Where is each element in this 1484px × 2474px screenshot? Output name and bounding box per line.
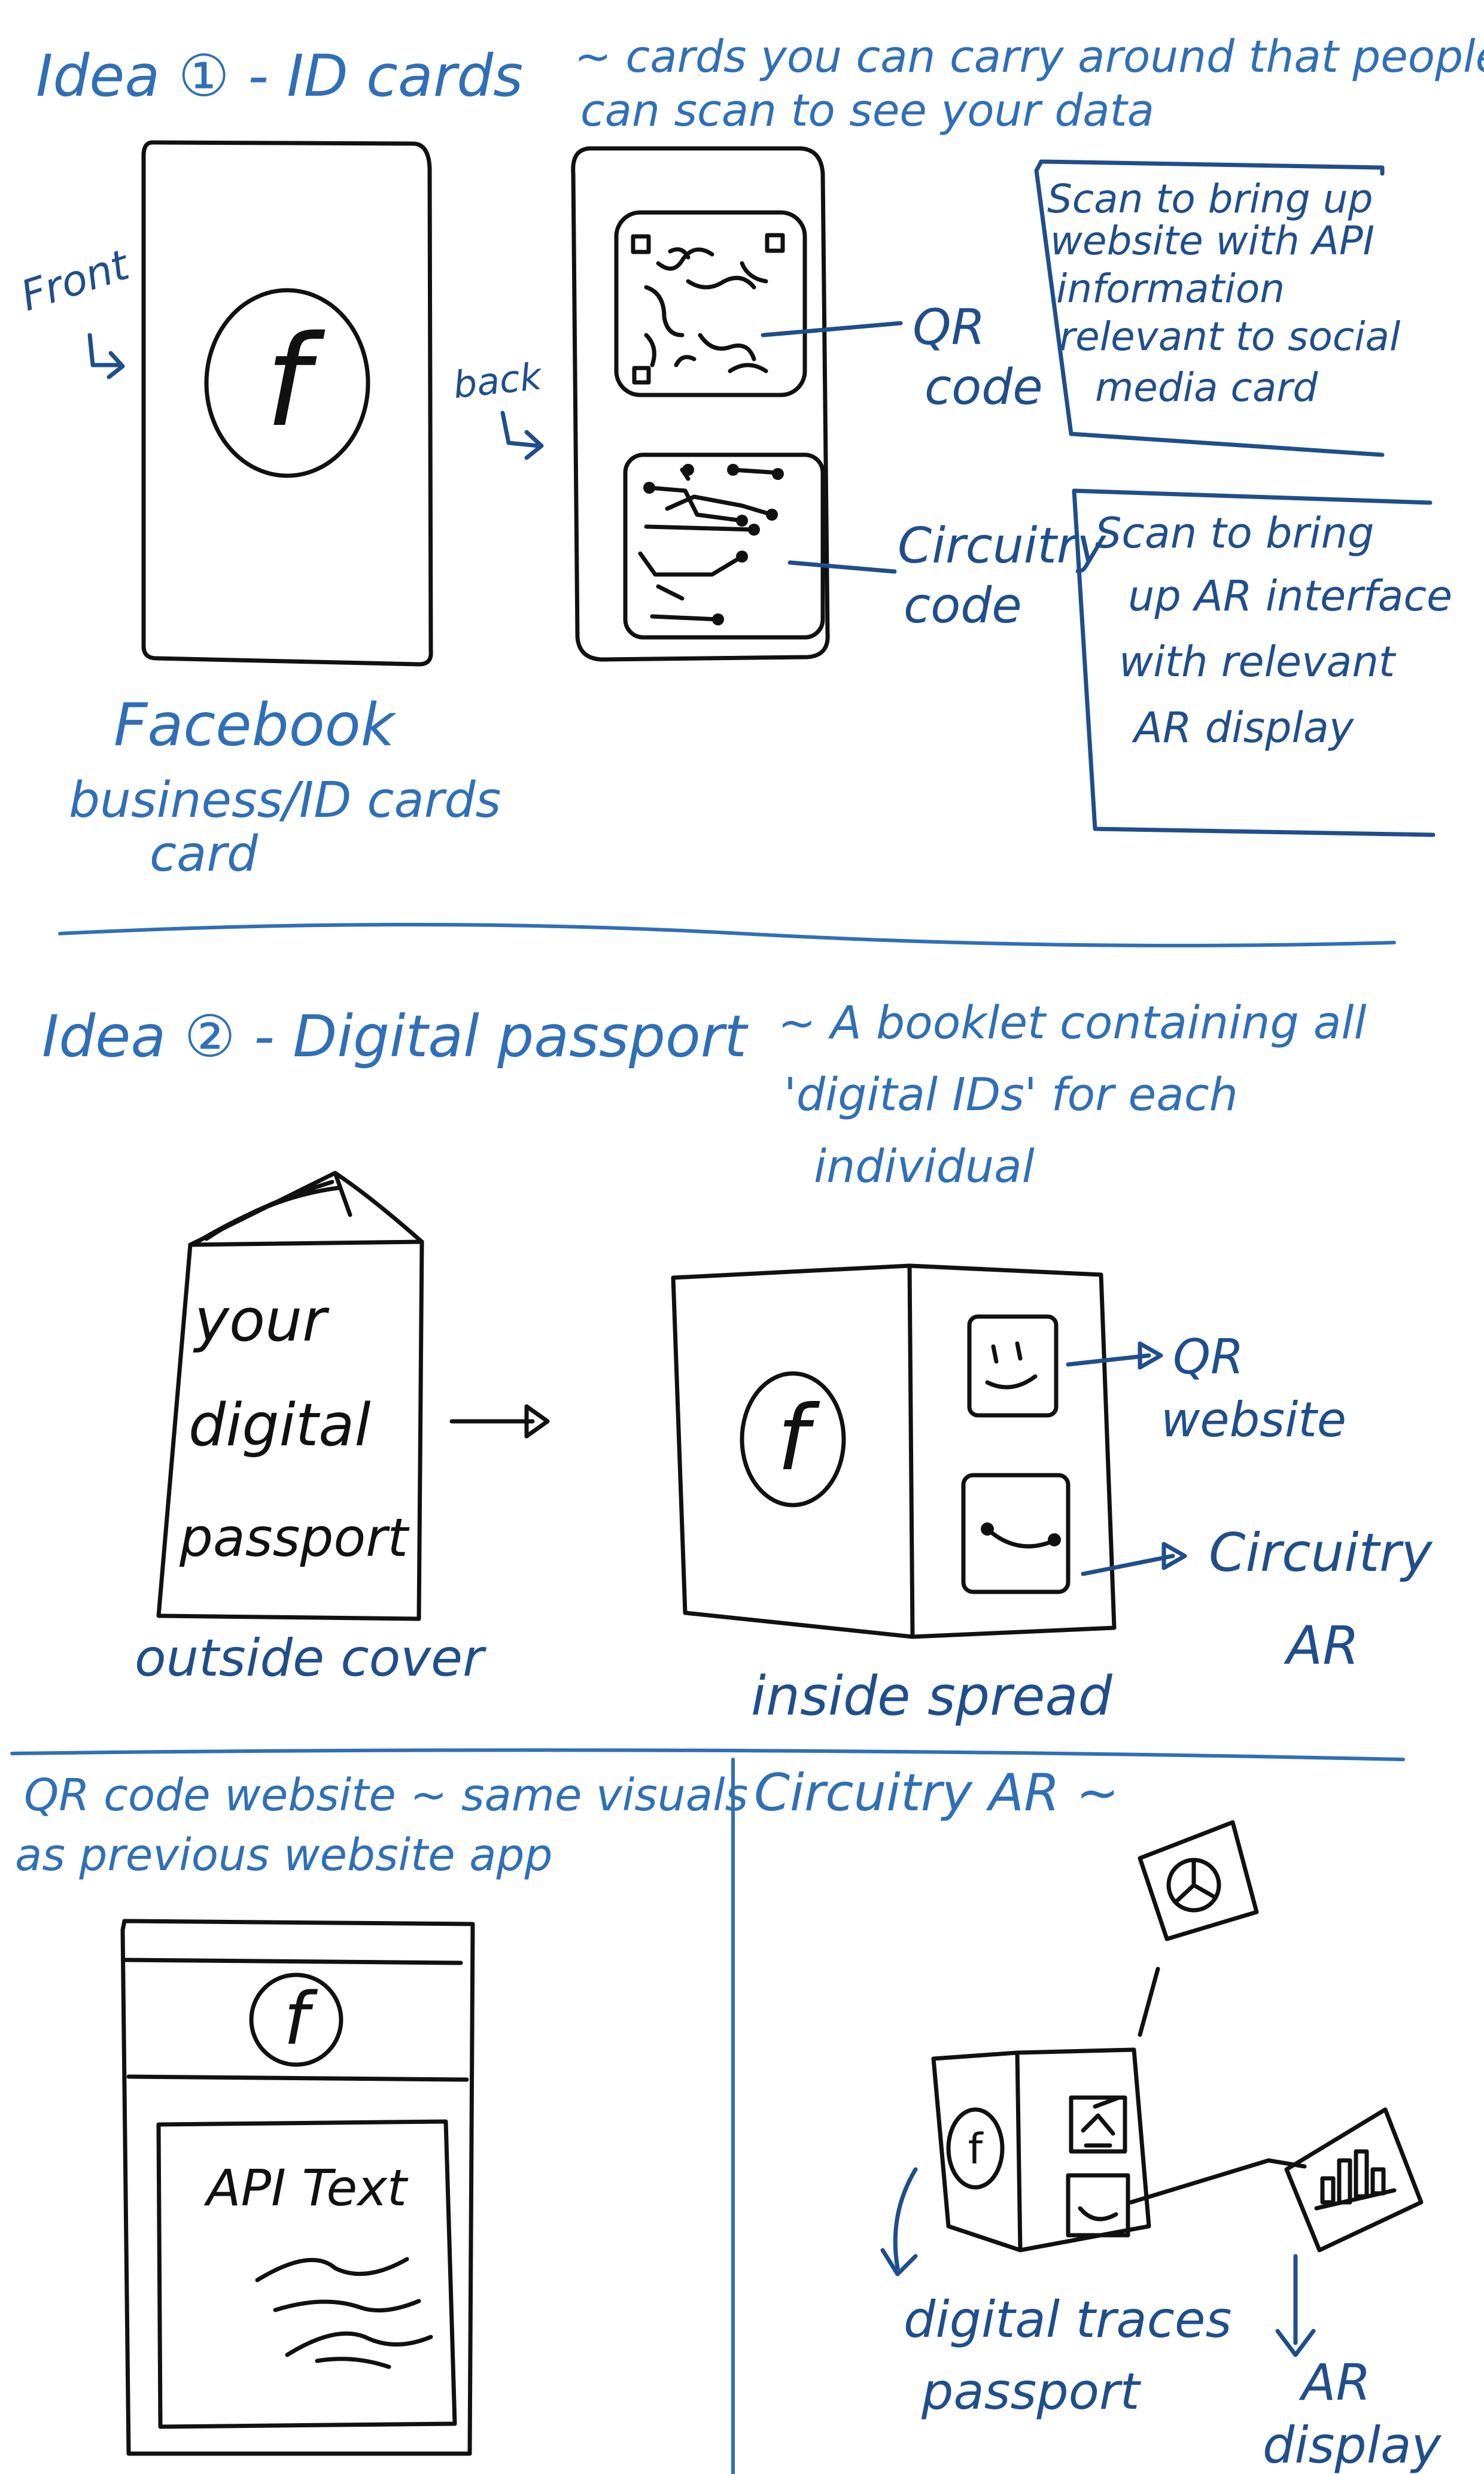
api-text-label: API Text <box>203 2159 409 2217</box>
divider-2 <box>10 1748 1405 1761</box>
website-phone-frame <box>120 1919 475 2456</box>
website-facebook-logo-circle <box>249 1972 343 2067</box>
circuitry-note-box <box>1072 488 1436 837</box>
qr-note-line-3: information <box>1056 266 1285 312</box>
circuitry-note-line-3: with relevant <box>1119 637 1397 686</box>
section-3-circuitry-ar: Circuitry AR ~ f digit <box>754 1763 1442 2474</box>
api-text-squiggle-2 <box>285 2331 433 2369</box>
circuitry-connector-line <box>787 560 897 574</box>
passport-label-line-2: passport <box>921 2362 1142 2421</box>
qr-website-label-line-1: QR <box>1173 1329 1244 1385</box>
idea-2-description-line-1: ~ A booklet containing all <box>778 996 1367 1049</box>
front-arrow-icon <box>87 333 125 379</box>
idea-1-heading: Idea ① - ID cards <box>36 42 523 110</box>
passport-inside-spread: f <box>671 1263 1117 1639</box>
inside-spread-caption: inside spread <box>751 1665 1113 1728</box>
back-arrow-icon <box>500 411 544 460</box>
qr-website-arrow-icon <box>1066 1341 1163 1370</box>
idea-1-description-line-2: can scan to see your data <box>580 85 1154 136</box>
cover-text-line-1: your <box>193 1287 330 1355</box>
card-caption-line-2: business/ID cards <box>69 772 501 829</box>
qr-note-line-2: website with API <box>1050 218 1374 264</box>
idea-1-description-line-1: ~ cards you can carry around that people <box>574 31 1484 83</box>
section-2-digital-passport: Idea ② - Digital passport ~ A booklet co… <box>42 996 1433 1728</box>
card-back <box>571 146 830 662</box>
qr-connector-line <box>761 321 903 338</box>
front-label: Front <box>15 240 136 321</box>
idea-2-heading: Idea ② - Digital passport <box>42 1003 749 1070</box>
passport-pointer-arrow-icon <box>880 2167 918 2277</box>
circuitry-ar-label-line-2: AR <box>1284 1615 1359 1676</box>
circuitry-code-label-line-1: Circuitry <box>898 518 1106 575</box>
ar-passport-logo-letter: f <box>968 2125 984 2174</box>
qr-note-line-5: media card <box>1095 364 1318 411</box>
ar-bar-panel <box>1284 2107 1424 2253</box>
spread-facebook-logo-circle <box>740 1371 846 1508</box>
ar-display-label-line-1: AR <box>1298 2353 1371 2412</box>
idea-2-description-line-2: 'digital IDs' for each <box>784 1068 1238 1121</box>
qr-code-box <box>614 210 807 397</box>
qr-website-heading-line-2: as previous website app <box>15 1829 552 1881</box>
circuitry-note-line-1: Scan to bring <box>1095 509 1374 558</box>
ar-display-label-line-2: display <box>1263 2416 1442 2474</box>
circuitry-ar-label-line-1: Circuitry <box>1209 1522 1433 1584</box>
circuitry-note-line-2: up AR interface <box>1128 572 1452 621</box>
qr-code-label-line-2: code <box>925 359 1043 416</box>
cover-text-line-3: passport <box>179 1507 410 1569</box>
card-caption-line-3: card <box>150 826 259 883</box>
qr-note-box <box>1034 159 1385 457</box>
circuitry-note-line-4: AR display <box>1132 703 1355 752</box>
passport-label-line-1: digital traces <box>904 2290 1231 2349</box>
spread-facebook-logo-letter: f <box>777 1387 820 1491</box>
circuitry-ar-arrow-icon <box>1081 1542 1187 1576</box>
ar-connector-2 <box>1129 2158 1307 2205</box>
divider-1 <box>58 923 1396 947</box>
card-caption-line-1: Facebook <box>114 691 397 759</box>
ar-connector-1 <box>1093 1967 1160 2109</box>
passport-cover: your digital passport <box>156 1171 424 1621</box>
cover-to-spread-arrow-icon <box>449 1404 550 1439</box>
section-3-qr-website: QR code website ~ same visuals as previo… <box>15 1770 748 2456</box>
qr-code-label-line-1: QR <box>913 299 986 356</box>
section-1-id-cards: Idea ① - ID cards ~ cards you can carry … <box>15 31 1484 883</box>
outside-cover-caption: outside cover <box>135 1628 486 1688</box>
website-facebook-logo-letter: f <box>284 1978 318 2061</box>
ar-passport: f <box>931 2047 1151 2253</box>
circuitry-ar-heading: Circuitry AR ~ <box>754 1763 1119 1823</box>
qr-note-line-4: relevant to social <box>1059 314 1401 360</box>
qr-website-heading-line-1: QR code website ~ same visuals <box>24 1770 748 1821</box>
spread-qr-box <box>967 1314 1059 1418</box>
qr-finder-top-left <box>631 234 651 254</box>
card-front: f <box>141 140 433 667</box>
circuitry-code-label-line-2: code <box>904 578 1022 634</box>
ar-display-pointer-arrow-icon <box>1275 2254 1316 2357</box>
facebook-logo-circle <box>204 288 370 478</box>
api-text-squiggle-1 <box>255 2257 421 2313</box>
spread-circuitry-box <box>961 1473 1071 1594</box>
qr-finder-top-right <box>765 233 785 253</box>
qr-note-line-1: Scan to bring up <box>1047 176 1373 222</box>
facebook-logo-letter: f <box>265 308 326 455</box>
website-content-panel <box>156 2119 457 2429</box>
back-label: back <box>451 354 545 407</box>
cover-text-line-2: digital <box>188 1391 371 1460</box>
ar-pie-panel <box>1138 1820 1259 1941</box>
website-header-dividers <box>123 1958 469 2082</box>
qr-website-label-line-2: website <box>1161 1392 1346 1448</box>
qr-finder-bottom-left <box>632 366 651 385</box>
circuitry-code-box <box>623 452 825 640</box>
idea-2-description-line-3: individual <box>814 1139 1035 1193</box>
